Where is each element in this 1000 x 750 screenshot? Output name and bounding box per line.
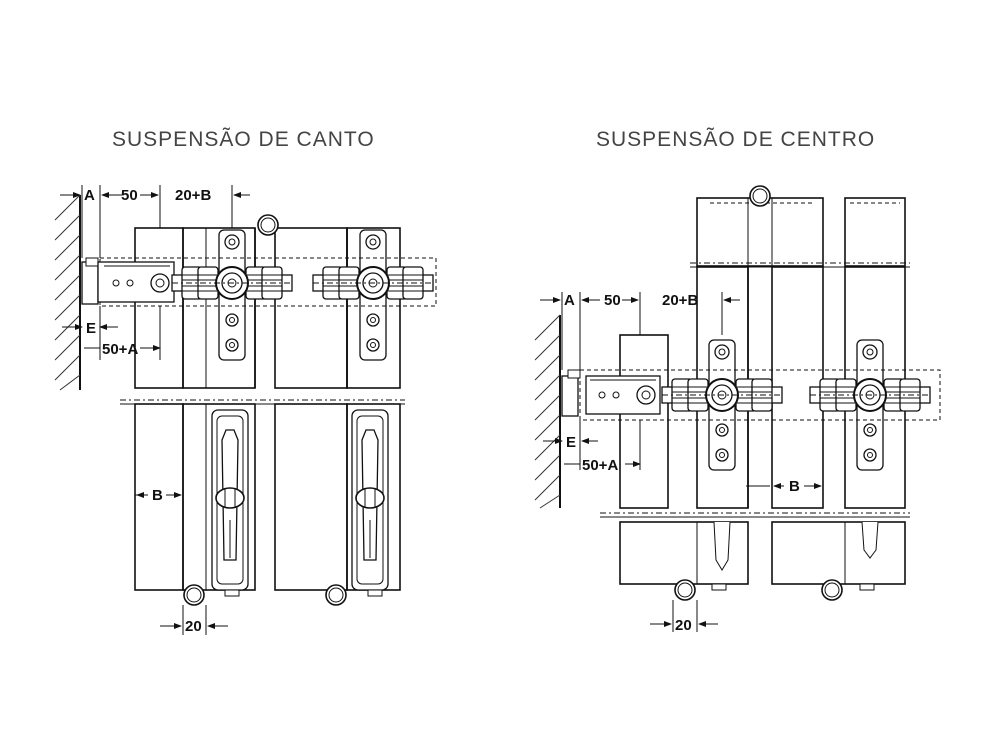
wall-hatch-right — [534, 314, 561, 509]
track-outline-right — [579, 369, 941, 421]
dim-a-left: A — [84, 187, 95, 204]
lower-panels-right — [619, 521, 906, 601]
dim-b-right: B — [789, 478, 800, 495]
end-bracket-left — [81, 257, 175, 305]
dim-50-right: 50 — [604, 292, 621, 309]
carriage-right-1 — [662, 379, 782, 411]
corner-suspension-diagram: A 50 20+B E 50+A B 20 — [54, 185, 437, 635]
dimensions-right — [540, 292, 822, 632]
dim-20-right: 20 — [675, 617, 692, 634]
dim-20-left: 20 — [185, 618, 202, 635]
end-bracket-right — [561, 369, 661, 417]
dim-e-left: E — [86, 320, 96, 337]
title-corner-suspension: SUSPENSÃO DE CANTO — [112, 128, 375, 151]
door-panels-left — [134, 195, 401, 389]
dimensions-left — [60, 185, 250, 635]
dim-20b-left: 20+B — [175, 187, 211, 204]
dim-50a-right: 50+A — [582, 457, 618, 474]
carriage-left-1 — [172, 267, 292, 299]
upper-panels-right — [696, 185, 906, 267]
center-suspension-diagram: A 50 20+B E 50+A B 20 — [534, 185, 941, 634]
title-center-suspension: SUSPENSÃO DE CENTRO — [596, 128, 876, 151]
dim-b-left: B — [152, 487, 163, 504]
dim-e-right: E — [566, 434, 576, 451]
wall-hatch-left — [54, 194, 81, 391]
door-panels-bottom-left — [134, 403, 401, 606]
dim-20b-right: 20+B — [662, 292, 698, 309]
carriage-right-2 — [810, 379, 930, 411]
dim-50-left: 50 — [121, 187, 138, 204]
dim-a-right: A — [564, 292, 575, 309]
carriage-left-2 — [313, 267, 433, 299]
dim-50a-left: 50+A — [102, 341, 138, 358]
